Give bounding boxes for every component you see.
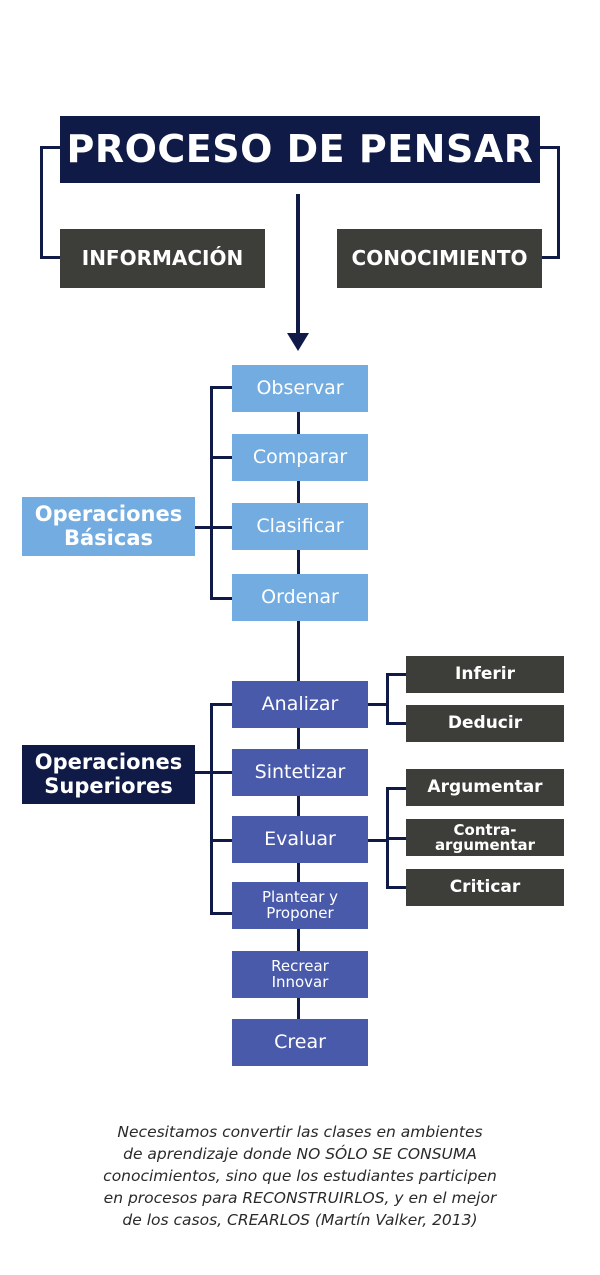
bracket-analyze-inferir — [386, 673, 407, 676]
group-operaciones-superiores: Operaciones Superiores — [22, 745, 195, 804]
op-contra-line2: argumentar — [434, 835, 536, 854]
group-basic-line1: Operaciones — [34, 502, 183, 527]
op-analizar: Analizar — [232, 681, 368, 728]
op-deducir: Deducir — [406, 705, 564, 742]
connector-title-left-v — [40, 146, 43, 259]
arrow-down-icon — [287, 333, 309, 351]
bracket-analyze-stem — [367, 703, 389, 706]
op-contra-argumentar: Contra- argumentar — [406, 819, 564, 856]
quote-line-5: de los casos, CREARLOS (Martín Valker, 2… — [122, 1211, 478, 1229]
quote-line-4: en procesos para RECONSTRUIRLOS, y en el… — [103, 1189, 497, 1207]
bracket-sup-plantear — [210, 912, 233, 915]
connector-title-right-v — [557, 146, 560, 259]
bracket-basic-v — [210, 386, 213, 600]
connector-title-right-h — [538, 146, 560, 149]
bracket-basic-clasificar — [194, 526, 233, 529]
bracket-basic-observar — [210, 386, 233, 389]
bracket-eval-criticar — [386, 886, 407, 889]
bracket-analyze-deducir — [386, 722, 407, 725]
op-contra-line1: Contra- — [453, 820, 517, 839]
quote-line-3: conocimientos, sino que los estudiantes … — [103, 1167, 497, 1185]
connector-title-left-h — [40, 146, 62, 149]
concept-conocimiento: CONOCIMIENTO — [337, 229, 542, 288]
op-recrear-line2: Innovar — [271, 972, 329, 991]
op-criticar: Criticar — [406, 869, 564, 906]
connector-conocimiento-h — [540, 256, 560, 259]
op-argumentar: Argumentar — [406, 769, 564, 806]
op-plantear-line1: Plantear y — [261, 887, 339, 906]
group-sup-line2: Superiores — [44, 773, 173, 798]
bracket-sup-v — [210, 703, 213, 915]
op-comparar: Comparar — [232, 434, 368, 481]
op-recrear-line1: Recrear — [271, 956, 329, 975]
op-clasificar: Clasificar — [232, 503, 368, 550]
op-recrear-innovar: Recrear Innovar — [232, 951, 368, 998]
op-plantear-line2: Proponer — [266, 903, 334, 922]
op-crear: Crear — [232, 1019, 368, 1066]
bracket-sup-evaluar — [210, 839, 233, 842]
op-observar: Observar — [232, 365, 368, 412]
group-basic-line2: Básicas — [64, 525, 153, 550]
group-operaciones-basicas: Operaciones Básicas — [22, 497, 195, 556]
bracket-sup-sintetizar — [194, 771, 233, 774]
bracket-eval-argumentar — [386, 787, 407, 790]
bracket-eval-contra — [386, 837, 407, 840]
op-ordenar: Ordenar — [232, 574, 368, 621]
group-sup-line1: Operaciones — [34, 750, 183, 775]
bracket-sup-analizar — [210, 703, 233, 706]
bracket-analyze-v — [386, 673, 389, 725]
op-evaluar: Evaluar — [232, 816, 368, 863]
bracket-basic-ordenar — [210, 597, 233, 600]
arrow-shaft — [296, 194, 300, 336]
bracket-basic-comparar — [210, 456, 233, 459]
op-sintetizar: Sintetizar — [232, 749, 368, 796]
page-title: PROCESO DE PENSAR — [60, 116, 540, 183]
op-plantear-proponer: Plantear y Proponer — [232, 882, 368, 929]
connector-informacion-h — [40, 256, 62, 259]
quote-line-1: Necesitamos convertir las clases en ambi… — [117, 1123, 483, 1141]
quote-block: Necesitamos convertir las clases en ambi… — [60, 1121, 540, 1231]
bracket-eval-stem — [367, 839, 389, 842]
quote-line-2: de aprendizaje donde NO SÓLO SE CONSUMA — [123, 1145, 477, 1163]
op-inferir: Inferir — [406, 656, 564, 693]
concept-informacion: INFORMACIÓN — [60, 229, 265, 288]
